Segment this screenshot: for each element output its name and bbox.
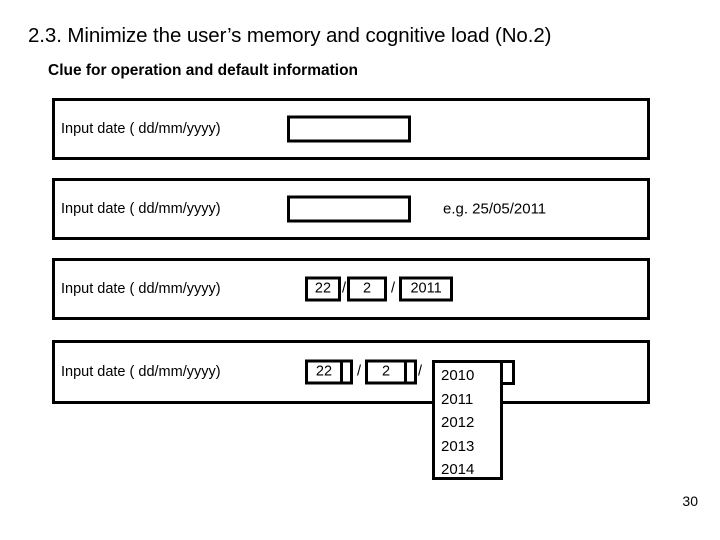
input-date-label-4: Input date ( dd/mm/yyyy) [61,364,221,380]
month-dropdown[interactable]: 2 [365,359,418,385]
dropdown-option-2010[interactable]: 2010 [441,367,475,384]
day-dropdown-value: 22 [315,363,333,380]
date-format-hint: e.g. 25/05/2011 [443,200,547,218]
year-input-field[interactable]: 2011 [399,276,454,302]
date-separator-2: / [391,280,396,297]
dropdown-option-2012[interactable]: 2012 [441,414,475,431]
day-input-field[interactable]: 22 [305,276,341,302]
month-input-field[interactable]: 2 [347,276,388,302]
example-row-3: Input date ( dd/mm/yyyy) 22 / 2 / 2011 [52,258,650,320]
dropdown-date-group: 22 / 2 / [305,359,423,385]
slide-subtitle: Clue for operation and default informati… [48,62,358,79]
date-separator-4: / [418,363,423,380]
input-date-label-3: Input date ( dd/mm/yyyy) [61,281,221,297]
date-input-field-2[interactable] [287,195,411,223]
input-date-label-2: Input date ( dd/mm/yyyy) [61,201,221,217]
chevron-down-icon[interactable] [340,362,350,382]
dropdown-option-2013[interactable]: 2013 [441,437,475,455]
day-dropdown[interactable]: 22 [305,359,353,385]
month-dropdown-value: 2 [381,363,391,380]
input-date-label-1: Input date ( dd/mm/yyyy) [61,121,221,137]
example-row-1: Input date ( dd/mm/yyyy) [52,98,650,160]
date-input-field-1[interactable] [287,115,411,143]
dropdown-option-2014[interactable]: 2014 [441,461,475,478]
year-dropdown-list[interactable]: 2010 2011 2012 2013 2014 [432,360,503,480]
date-separator-1: / [342,280,347,297]
date-separator-3: / [357,363,362,380]
segmented-date-group: 22 / 2 / 2011 [305,276,454,302]
chevron-down-icon[interactable] [404,362,415,382]
page-title: 2.3. Minimize the user’s memory and cogn… [28,24,552,47]
example-row-2: Input date ( dd/mm/yyyy) e.g. 25/05/2011 [52,178,650,240]
page-number: 30 [682,493,698,509]
example-row-4: Input date ( dd/mm/yyyy) 22 / 2 / [52,340,650,404]
dropdown-option-2011[interactable]: 2011 [441,390,474,408]
